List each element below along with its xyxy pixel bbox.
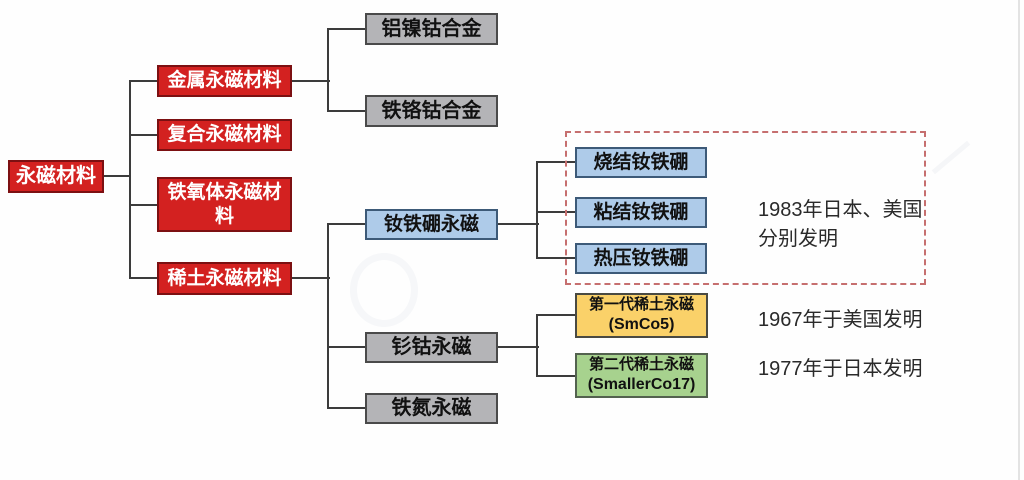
node-label: 金属永磁材料 [167, 70, 282, 92]
node-label: 第一代稀土永磁 [588, 296, 694, 314]
connector-line [327, 28, 329, 112]
connector-line [537, 257, 575, 259]
annotation-gen1-1967: 1967年于美国发明 [758, 309, 923, 331]
annotation-line: 1983年日本、美国 [758, 199, 923, 221]
connector-line [536, 314, 538, 377]
connector-line [328, 346, 365, 348]
connector-line [537, 314, 575, 316]
node-label: 铁铬钴合金 [381, 99, 482, 122]
connector-line [129, 80, 131, 279]
connector-line [537, 375, 575, 377]
node-label: 铁氮永磁 [391, 397, 472, 419]
connector-line [537, 211, 575, 213]
annotation-gen2-1977: 1977年于日本发明 [758, 358, 923, 380]
connector-line [130, 204, 157, 206]
node-alnico-alloy: 铝镍钴合金 [365, 13, 498, 45]
node-composite-permanent-magnet: 复合永磁材料 [157, 119, 292, 151]
node-label: 热压钕铁硼 [593, 247, 689, 269]
connector-line [328, 407, 365, 409]
connector-line [498, 346, 539, 348]
connector-line [130, 80, 157, 82]
node-fen-magnet: 铁氮永磁 [365, 393, 498, 424]
node-label: 钐钴永磁 [391, 336, 472, 358]
connector-line [130, 134, 157, 136]
node-formula: (SmCo5) [608, 315, 675, 333]
node-label: 烧结钕铁硼 [593, 151, 689, 173]
connector-line [328, 223, 365, 225]
connector-line [292, 80, 330, 82]
watermark-swoosh [931, 140, 971, 175]
node-ndfeb-magnet: 钕铁硼永磁 [365, 209, 498, 240]
node-hot-pressed-ndfeb: 热压钕铁硼 [575, 243, 707, 274]
node-label: 钕铁硼永磁 [383, 213, 479, 235]
node-formula: (SmallerCo17) [587, 375, 696, 393]
connector-line [328, 28, 365, 30]
connector-line [536, 161, 538, 259]
watermark-circle [350, 253, 418, 327]
connector-line [327, 223, 329, 409]
node-fecrco-alloy: 铁铬钴合金 [365, 95, 498, 127]
annotation-ndfeb-1983: 1983年日本、美国 分别发明 [758, 196, 923, 254]
node-ferrite-permanent-magnet: 铁氧体永磁材料 [157, 177, 292, 232]
node-label: 铁氧体永磁材料 [167, 181, 282, 227]
annotation-line: 分别发明 [758, 228, 838, 250]
connector-line [537, 161, 575, 163]
node-label: 粘结钕铁硼 [593, 201, 689, 223]
node-permanent-magnet-root: 永磁材料 [8, 160, 104, 193]
connector-line [130, 277, 157, 279]
node-label: 稀土永磁材料 [167, 267, 282, 289]
ndfeb-group-outline [565, 131, 926, 285]
page-edge-line [1018, 0, 1020, 480]
node-smco-magnet: 钐钴永磁 [365, 332, 498, 363]
connector-line [104, 175, 130, 177]
node-rare-earth-permanent-magnet: 稀土永磁材料 [157, 262, 292, 295]
connector-line [292, 277, 330, 279]
node-label: 铝镍钴合金 [381, 17, 482, 40]
node-label: 复合永磁材料 [167, 124, 282, 146]
node-bonded-ndfeb: 粘结钕铁硼 [575, 197, 707, 228]
node-label: 第二代稀土永磁 [588, 356, 694, 374]
node-label: 永磁材料 [16, 165, 96, 187]
connector-line [498, 223, 539, 225]
node-metal-permanent-magnet: 金属永磁材料 [157, 65, 292, 97]
node-sintered-ndfeb: 烧结钕铁硼 [575, 147, 707, 178]
connector-line [328, 110, 365, 112]
node-gen1-rare-earth-smco5: 第一代稀土永磁 (SmCo5) [575, 293, 708, 338]
node-gen2-rare-earth-sm2co17: 第二代稀土永磁 (SmallerCo17) [575, 353, 708, 398]
